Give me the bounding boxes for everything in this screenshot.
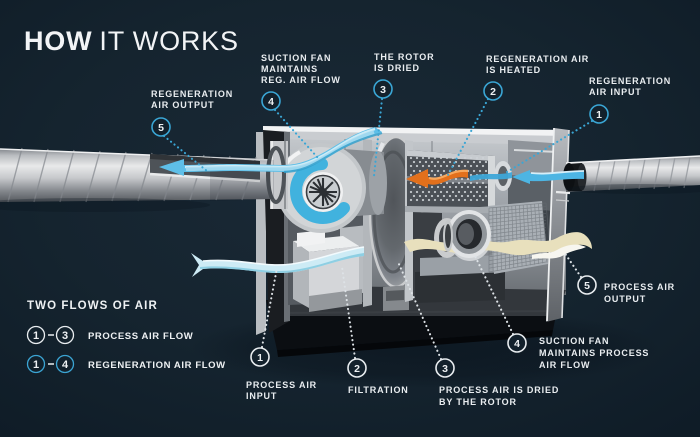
- svg-text:BY THE ROTOR: BY THE ROTOR: [439, 397, 517, 407]
- svg-text:REGENERATION AIR FLOW: REGENERATION AIR FLOW: [88, 360, 226, 371]
- svg-text:AIR FLOW: AIR FLOW: [539, 360, 590, 370]
- svg-text:PROCESS AIR IS DRIED: PROCESS AIR IS DRIED: [439, 385, 559, 395]
- svg-text:PROCESS AIR: PROCESS AIR: [604, 282, 675, 292]
- svg-text:FILTRATION: FILTRATION: [348, 385, 409, 395]
- svg-text:1: 1: [257, 352, 263, 364]
- svg-text:2: 2: [490, 86, 496, 98]
- svg-text:SUCTION FAN: SUCTION FAN: [261, 53, 331, 63]
- svg-text:2: 2: [354, 363, 360, 375]
- svg-text:REGENERATION AIR: REGENERATION AIR: [486, 54, 589, 64]
- svg-text:3: 3: [380, 84, 386, 96]
- svg-text:SUCTION FAN: SUCTION FAN: [539, 336, 609, 346]
- svg-text:OUTPUT: OUTPUT: [604, 294, 646, 304]
- svg-text:4: 4: [62, 359, 69, 371]
- svg-text:1: 1: [33, 359, 39, 371]
- svg-text:REGENERATION: REGENERATION: [589, 76, 671, 86]
- svg-text:PROCESS AIR FLOW: PROCESS AIR FLOW: [88, 331, 193, 342]
- svg-text:1: 1: [596, 109, 602, 121]
- svg-text:3: 3: [442, 363, 448, 375]
- svg-text:REG. AIR FLOW: REG. AIR FLOW: [261, 75, 341, 85]
- svg-text:4: 4: [268, 96, 274, 108]
- svg-text:TWO FLOWS OF AIR: TWO FLOWS OF AIR: [27, 300, 158, 312]
- svg-text:INPUT: INPUT: [246, 391, 277, 401]
- svg-text:AIR INPUT: AIR INPUT: [589, 87, 642, 97]
- svg-text:REGENERATION: REGENERATION: [151, 89, 233, 99]
- svg-text:PROCESS AIR: PROCESS AIR: [246, 380, 317, 390]
- svg-text:5: 5: [584, 280, 590, 292]
- svg-text:4: 4: [514, 338, 520, 350]
- svg-text:IS DRIED: IS DRIED: [374, 63, 420, 73]
- svg-text:5: 5: [158, 122, 164, 134]
- svg-text:MAINTAINS: MAINTAINS: [261, 64, 318, 74]
- svg-text:THE ROTOR: THE ROTOR: [374, 52, 435, 62]
- svg-text:1: 1: [33, 330, 39, 342]
- svg-text:AIR OUTPUT: AIR OUTPUT: [151, 100, 215, 110]
- svg-text:IS HEATED: IS HEATED: [486, 65, 541, 75]
- svg-text:MAINTAINS PROCESS: MAINTAINS PROCESS: [539, 348, 649, 358]
- svg-text:3: 3: [62, 330, 68, 342]
